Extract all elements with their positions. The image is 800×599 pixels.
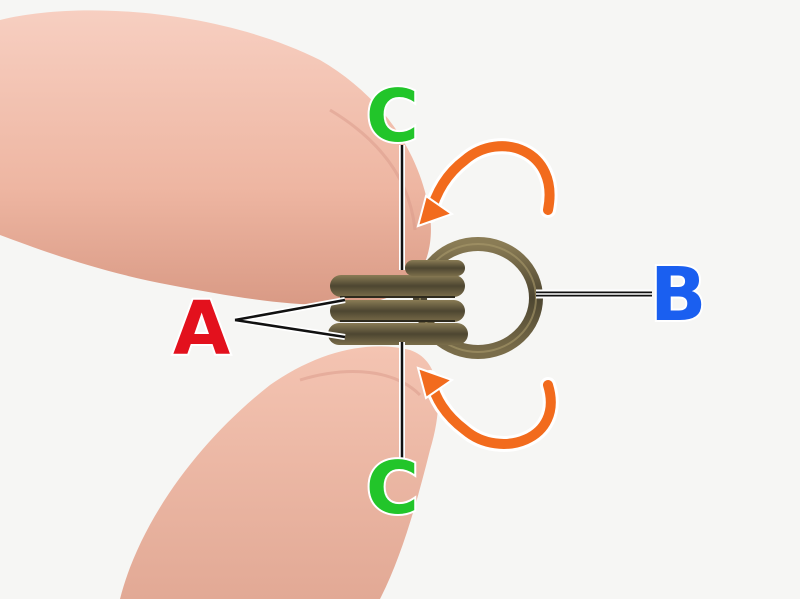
top-finger [0, 10, 431, 305]
curved-arrow-top-icon [416, 138, 558, 228]
label-c-top: C [364, 74, 421, 158]
bottom-finger [120, 346, 439, 599]
label-b: B [648, 252, 708, 338]
label-c-bottom: C [364, 446, 421, 530]
pointer-lines [234, 145, 652, 458]
jump-rings-a [328, 260, 468, 345]
curved-arrow-bottom-icon [416, 366, 559, 452]
label-a: A [171, 286, 232, 372]
